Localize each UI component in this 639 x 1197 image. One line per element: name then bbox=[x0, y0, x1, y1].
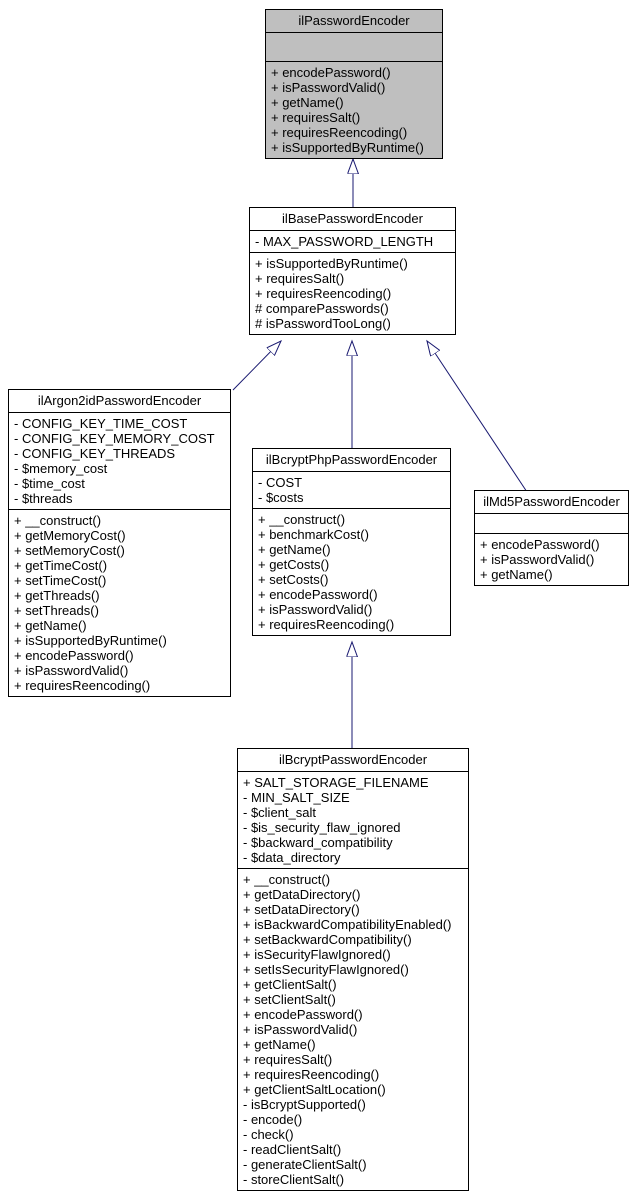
class-title: ilBcryptPasswordEncoder bbox=[238, 749, 468, 772]
member-line: - readClientSalt() bbox=[243, 1142, 342, 1157]
member-line: - $time_cost bbox=[14, 476, 85, 491]
member-line: - COST bbox=[258, 475, 303, 490]
member-line: + getClientSalt() bbox=[243, 977, 337, 992]
member-line: + requiresReencoding() bbox=[271, 125, 408, 140]
member-line: + isBackwardCompatibilityEnabled() bbox=[243, 917, 452, 932]
member-line: + getName() bbox=[243, 1037, 316, 1052]
class-attributes: - MAX_PASSWORD_LENGTH bbox=[250, 231, 455, 253]
class-title: ilArgon2idPasswordEncoder bbox=[9, 390, 230, 413]
member-line: - CONFIG_KEY_TIME_COST bbox=[14, 416, 188, 431]
class-attributes bbox=[475, 514, 628, 534]
member-line: + isPasswordValid() bbox=[14, 663, 129, 678]
class-attributes: + SALT_STORAGE_FILENAME- MIN_SALT_SIZE- … bbox=[238, 772, 468, 869]
member-line: - isBcryptSupported() bbox=[243, 1097, 366, 1112]
class-node-ilbasepasswordencoder[interactable]: ilBasePasswordEncoder - MAX_PASSWORD_LEN… bbox=[249, 207, 456, 335]
member-line: + getTimeCost() bbox=[14, 558, 108, 573]
member-line: + requiresSalt() bbox=[271, 110, 361, 125]
member-line: + getClientSaltLocation() bbox=[243, 1082, 386, 1097]
member-line: + requiresReencoding() bbox=[255, 286, 392, 301]
member-line: + setTimeCost() bbox=[14, 573, 107, 588]
member-line: - $is_security_flaw_ignored bbox=[243, 820, 401, 835]
class-methods: + encodePassword()+ isPasswordValid()+ g… bbox=[475, 534, 628, 585]
member-line: + isPasswordValid() bbox=[243, 1022, 358, 1037]
member-line: + encodePassword() bbox=[258, 587, 378, 602]
member-line: - $costs bbox=[258, 490, 304, 505]
member-line: + __construct() bbox=[243, 872, 331, 887]
class-node-ilbcryptphppasswordencoder[interactable]: ilBcryptPhpPasswordEncoder - COST- $cost… bbox=[252, 448, 451, 636]
class-title: ilMd5PasswordEncoder bbox=[475, 491, 628, 514]
member-line: + isSupportedByRuntime() bbox=[14, 633, 167, 648]
class-title: ilPasswordEncoder bbox=[266, 10, 442, 33]
member-line: + requiresReencoding() bbox=[14, 678, 151, 693]
member-line: - $threads bbox=[14, 491, 73, 506]
class-title: ilBasePasswordEncoder bbox=[250, 208, 455, 231]
member-line: + SALT_STORAGE_FILENAME bbox=[243, 775, 429, 790]
member-line: + setBackwardCompatibility() bbox=[243, 932, 412, 947]
member-line: - $client_salt bbox=[243, 805, 316, 820]
class-methods: + __construct()+ getMemoryCost()+ setMem… bbox=[9, 510, 230, 696]
member-line: - $data_directory bbox=[243, 850, 341, 865]
member-line: + isPasswordValid() bbox=[480, 552, 595, 567]
member-line: + isPasswordValid() bbox=[271, 80, 386, 95]
member-line: - encode() bbox=[243, 1112, 303, 1127]
member-line: # comparePasswords() bbox=[255, 301, 389, 316]
member-line: + getMemoryCost() bbox=[14, 528, 126, 543]
member-line: + __construct() bbox=[258, 512, 346, 527]
arrow-md5-to-base bbox=[427, 341, 528, 493]
member-line: + encodePassword() bbox=[480, 537, 600, 552]
member-line: - check() bbox=[243, 1127, 294, 1142]
class-attributes: - COST- $costs bbox=[253, 472, 450, 509]
member-line: + getName() bbox=[480, 567, 553, 582]
class-methods: + __construct()+ benchmarkCost()+ getNam… bbox=[253, 509, 450, 635]
member-line: + getName() bbox=[258, 542, 331, 557]
member-line: + getCosts() bbox=[258, 557, 330, 572]
class-methods: + isSupportedByRuntime()+ requiresSalt()… bbox=[250, 253, 455, 334]
member-line: - storeClientSalt() bbox=[243, 1172, 345, 1187]
member-line: + benchmarkCost() bbox=[258, 527, 369, 542]
member-line: # isPasswordTooLong() bbox=[255, 316, 391, 331]
member-line: + isSupportedByRuntime() bbox=[271, 140, 424, 155]
member-line: + __construct() bbox=[14, 513, 102, 528]
member-line: - $memory_cost bbox=[14, 461, 108, 476]
member-line: + encodePassword() bbox=[14, 648, 134, 663]
class-methods: + encodePassword()+ isPasswordValid()+ g… bbox=[266, 62, 442, 158]
class-node-ilpasswordencoder[interactable]: ilPasswordEncoder + encodePassword()+ is… bbox=[265, 9, 443, 159]
member-line: + setThreads() bbox=[14, 603, 99, 618]
member-line: - MIN_SALT_SIZE bbox=[243, 790, 350, 805]
class-methods: + __construct()+ getDataDirectory()+ set… bbox=[238, 869, 468, 1190]
member-line: + requiresSalt() bbox=[243, 1052, 333, 1067]
member-line: + setCosts() bbox=[258, 572, 329, 587]
member-line: + setClientSalt() bbox=[243, 992, 336, 1007]
member-line: + requiresReencoding() bbox=[243, 1067, 380, 1082]
member-line: + setMemoryCost() bbox=[14, 543, 125, 558]
member-line: + isPasswordValid() bbox=[258, 602, 373, 617]
member-line: + requiresSalt() bbox=[255, 271, 345, 286]
member-line: + encodePassword() bbox=[271, 65, 391, 80]
arrow-argon2id-to-base bbox=[232, 341, 281, 391]
member-line: - $backward_compatibility bbox=[243, 835, 393, 850]
class-node-ilargon2idpasswordencoder[interactable]: ilArgon2idPasswordEncoder - CONFIG_KEY_T… bbox=[8, 389, 231, 697]
member-line: + setDataDirectory() bbox=[243, 902, 360, 917]
class-title: ilBcryptPhpPasswordEncoder bbox=[253, 449, 450, 472]
class-attributes bbox=[266, 33, 442, 62]
member-line: - generateClientSalt() bbox=[243, 1157, 367, 1172]
member-line: - MAX_PASSWORD_LENGTH bbox=[255, 234, 434, 249]
member-line: + getDataDirectory() bbox=[243, 887, 361, 902]
member-line: - CONFIG_KEY_MEMORY_COST bbox=[14, 431, 215, 446]
member-line: + isSupportedByRuntime() bbox=[255, 256, 408, 271]
member-line: + getThreads() bbox=[14, 588, 100, 603]
member-line: + getName() bbox=[271, 95, 344, 110]
member-line: - CONFIG_KEY_THREADS bbox=[14, 446, 176, 461]
class-node-ilmd5passwordencoder[interactable]: ilMd5PasswordEncoder + encodePassword()+… bbox=[474, 490, 629, 586]
class-node-ilbcryptpasswordencoder[interactable]: ilBcryptPasswordEncoder + SALT_STORAGE_F… bbox=[237, 748, 469, 1191]
member-line: + getName() bbox=[14, 618, 87, 633]
member-line: + isSecurityFlawIgnored() bbox=[243, 947, 391, 962]
member-line: + encodePassword() bbox=[243, 1007, 363, 1022]
class-attributes: - CONFIG_KEY_TIME_COST- CONFIG_KEY_MEMOR… bbox=[9, 413, 230, 510]
member-line: + setIsSecurityFlawIgnored() bbox=[243, 962, 409, 977]
member-line: + requiresReencoding() bbox=[258, 617, 395, 632]
